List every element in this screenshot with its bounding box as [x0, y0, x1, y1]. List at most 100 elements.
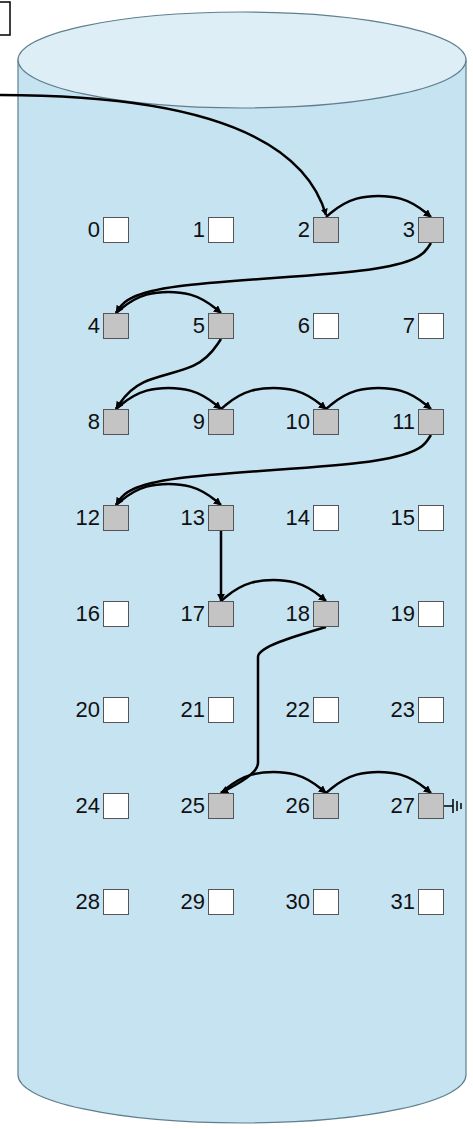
disk-block: 31: [387, 889, 444, 915]
disk-block: 18: [282, 601, 339, 627]
block-square: [313, 217, 339, 243]
block-number: 9: [177, 409, 205, 435]
link-arrow: [221, 388, 326, 409]
block-number: 4: [72, 313, 100, 339]
disk-block: 23: [387, 697, 444, 723]
block-number: 20: [72, 697, 100, 723]
disk-block: 12: [72, 505, 129, 531]
block-number: 13: [177, 505, 205, 531]
block-number: 10: [282, 409, 310, 435]
disk-block: 2: [282, 217, 339, 243]
block-number: 2: [282, 217, 310, 243]
block-square: [418, 889, 444, 915]
disk-block: 3: [387, 217, 444, 243]
block-number: 15: [387, 505, 415, 531]
block-number: 21: [177, 697, 205, 723]
block-number: 26: [282, 793, 310, 819]
disk-block: 6: [282, 313, 339, 339]
cylinder-top: [18, 12, 466, 108]
block-number: 30: [282, 889, 310, 915]
disk-block: 0: [72, 217, 129, 243]
block-number: 24: [72, 793, 100, 819]
block-square: [103, 889, 129, 915]
block-square: [208, 313, 234, 339]
link-arrow: [116, 484, 221, 505]
block-square: [208, 793, 234, 819]
block-square: [208, 889, 234, 915]
link-arrow: [116, 339, 221, 409]
link-arrow: [116, 435, 431, 505]
block-number: 6: [282, 313, 310, 339]
link-arrow: [221, 627, 326, 793]
block-square: [418, 505, 444, 531]
start-pointer: [0, 95, 326, 215]
block-number: 3: [387, 217, 415, 243]
disk-block: 7: [387, 313, 444, 339]
directory-box: [0, 2, 10, 35]
disk-block: 15: [387, 505, 444, 531]
block-number: 8: [72, 409, 100, 435]
block-number: 14: [282, 505, 310, 531]
link-arrow: [116, 292, 221, 313]
disk-block: 5: [177, 313, 234, 339]
block-number: 16: [72, 601, 100, 627]
link-arrow: [221, 580, 326, 601]
block-square: [208, 409, 234, 435]
block-number: 0: [72, 217, 100, 243]
disk-block: 25: [177, 793, 234, 819]
block-number: 31: [387, 889, 415, 915]
block-square: [103, 601, 129, 627]
block-number: 19: [387, 601, 415, 627]
block-square: [313, 313, 339, 339]
block-square: [418, 697, 444, 723]
disk-block: 4: [72, 313, 129, 339]
block-number: 7: [387, 313, 415, 339]
disk-block: 13: [177, 505, 234, 531]
disk-block: 14: [282, 505, 339, 531]
block-square: [103, 313, 129, 339]
block-number: 22: [282, 697, 310, 723]
block-number: 28: [72, 889, 100, 915]
block-square: [313, 409, 339, 435]
block-square: [103, 505, 129, 531]
disk-block: 22: [282, 697, 339, 723]
block-square: [208, 697, 234, 723]
block-square: [418, 313, 444, 339]
link-arrow: [220, 531, 223, 601]
link-arrow: [326, 772, 431, 793]
disk-block: 26: [282, 793, 339, 819]
block-square: [418, 601, 444, 627]
block-number: 29: [177, 889, 205, 915]
block-square: [418, 793, 444, 819]
block-square: [208, 601, 234, 627]
disk-block: 16: [72, 601, 129, 627]
block-number: 5: [177, 313, 205, 339]
disk-block: 19: [387, 601, 444, 627]
disk-block: 29: [177, 889, 234, 915]
block-square: [418, 217, 444, 243]
block-square: [208, 505, 234, 531]
disk-block: 20: [72, 697, 129, 723]
block-number: 1: [177, 217, 205, 243]
disk-block: 9: [177, 409, 234, 435]
block-number: 25: [177, 793, 205, 819]
block-square: [103, 793, 129, 819]
link-arrow: [326, 388, 431, 409]
block-number: 12: [72, 505, 100, 531]
disk-block: 1: [177, 217, 234, 243]
block-square: [313, 697, 339, 723]
disk-block: 17: [177, 601, 234, 627]
block-number: 27: [387, 793, 415, 819]
block-square: [103, 409, 129, 435]
cylinder-body: [18, 60, 466, 1123]
block-square: [103, 697, 129, 723]
block-number: 18: [282, 601, 310, 627]
block-square: [103, 217, 129, 243]
disk-block: 11: [387, 409, 444, 435]
disk-block: 27: [387, 793, 444, 819]
link-arrow: [326, 196, 431, 217]
disk-block: 8: [72, 409, 129, 435]
